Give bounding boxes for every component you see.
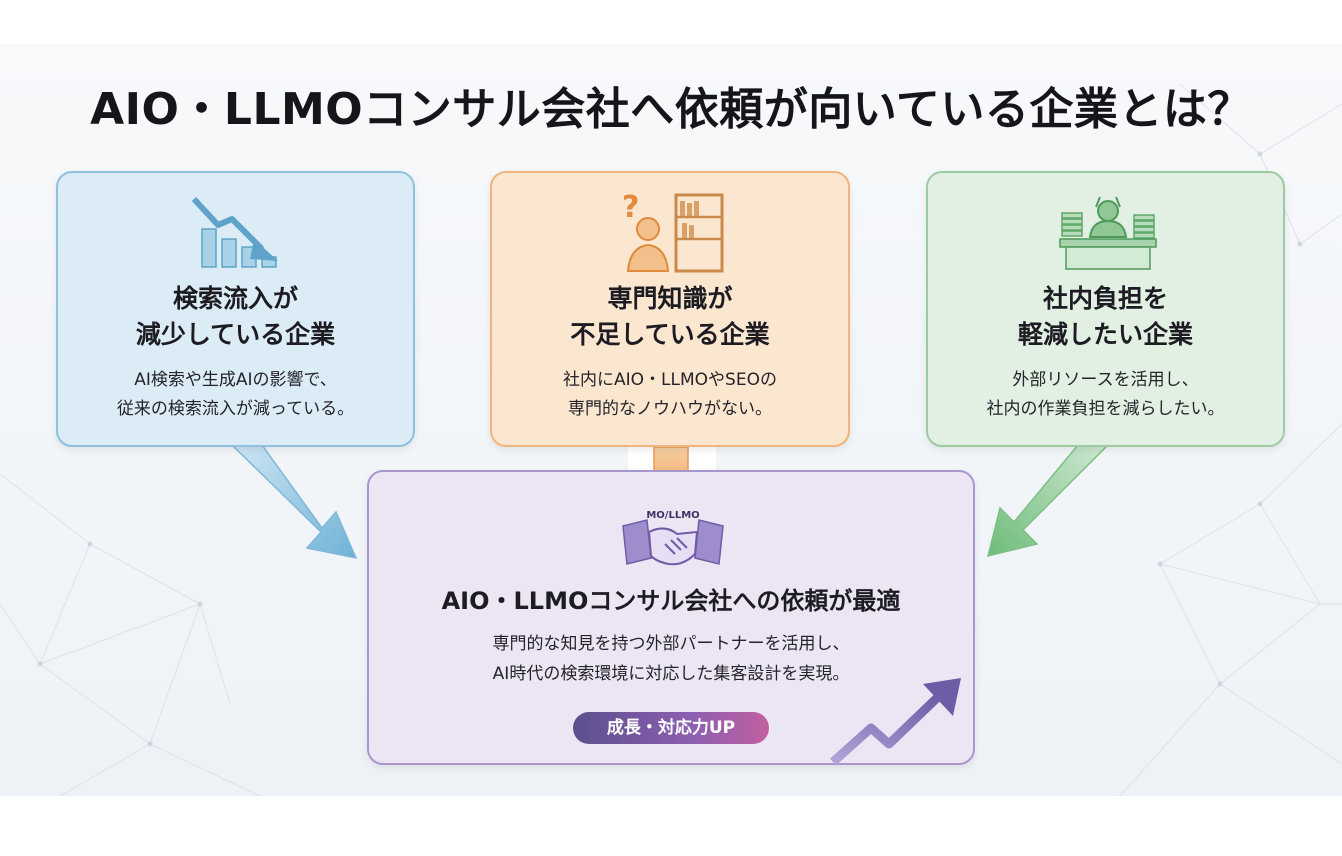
card-heading-line2: 不足している企業 bbox=[570, 320, 770, 349]
card-result: MO/LLMO AIO・LLMOコンサル会社への依頼が最適 専門的な知見を持つ外… bbox=[367, 470, 975, 766]
card-heading-line1: 検索流入が bbox=[172, 284, 298, 313]
handshake-icon: MO/LLMO bbox=[622, 510, 724, 566]
overworked-person-icon bbox=[1059, 196, 1157, 270]
card-body-line2: 社内の作業負担を減らしたい。 bbox=[986, 399, 1225, 419]
card-heading-line2: 軽減したい企業 bbox=[1017, 320, 1193, 349]
result-body-line2: AI時代の検索環境に対応した集客設計を実現。 bbox=[492, 664, 850, 684]
card-body-line1: 外部リソースを活用し、 bbox=[1012, 370, 1199, 390]
card-heading-line2: 減少している企業 bbox=[135, 320, 336, 349]
declining-chart-icon bbox=[191, 196, 278, 268]
svg-text:?: ? bbox=[622, 190, 639, 225]
result-heading: AIO・LLMOコンサル会社への依頼が最適 bbox=[441, 587, 901, 615]
page-title: AIO・LLMOコンサル会社へ依頼が向いている企業とは？ bbox=[90, 84, 1252, 135]
card-lack-expertise: ? 専門知識が 不足している企業 社内にAIO・LLMOやSEOの 専門的なノウ… bbox=[490, 171, 850, 447]
handshake-label: MO/LLMO bbox=[646, 510, 699, 521]
result-body-line1: 専門的な知見を持つ外部パートナーを活用し、 bbox=[492, 634, 850, 654]
card-heading-line1: 社内負担を bbox=[1042, 284, 1168, 313]
card-body-line1: 社内にAIO・LLMOやSEOの bbox=[563, 370, 777, 390]
card-body-line2: 専門的なノウハウがない。 bbox=[568, 399, 772, 419]
card-heading-line1: 専門知識が bbox=[607, 284, 733, 313]
card-traffic-decline: 検索流入が 減少している企業 AI検索や生成AIの影響で、 従来の検索流入が減っ… bbox=[56, 171, 415, 447]
card-body-line1: AI検索や生成AIの影響で、 bbox=[134, 370, 337, 390]
card-reduce-workload: 社内負担を 軽減したい企業 外部リソースを活用し、 社内の作業負担を減らしたい。 bbox=[926, 171, 1285, 447]
question-person-bookshelf-icon: ? bbox=[622, 190, 724, 273]
card-body-line2: 従来の検索流入が減っている。 bbox=[116, 399, 355, 419]
growth-trend-arrow-icon bbox=[829, 678, 961, 766]
growth-badge: 成長・対応力UP bbox=[573, 712, 769, 744]
